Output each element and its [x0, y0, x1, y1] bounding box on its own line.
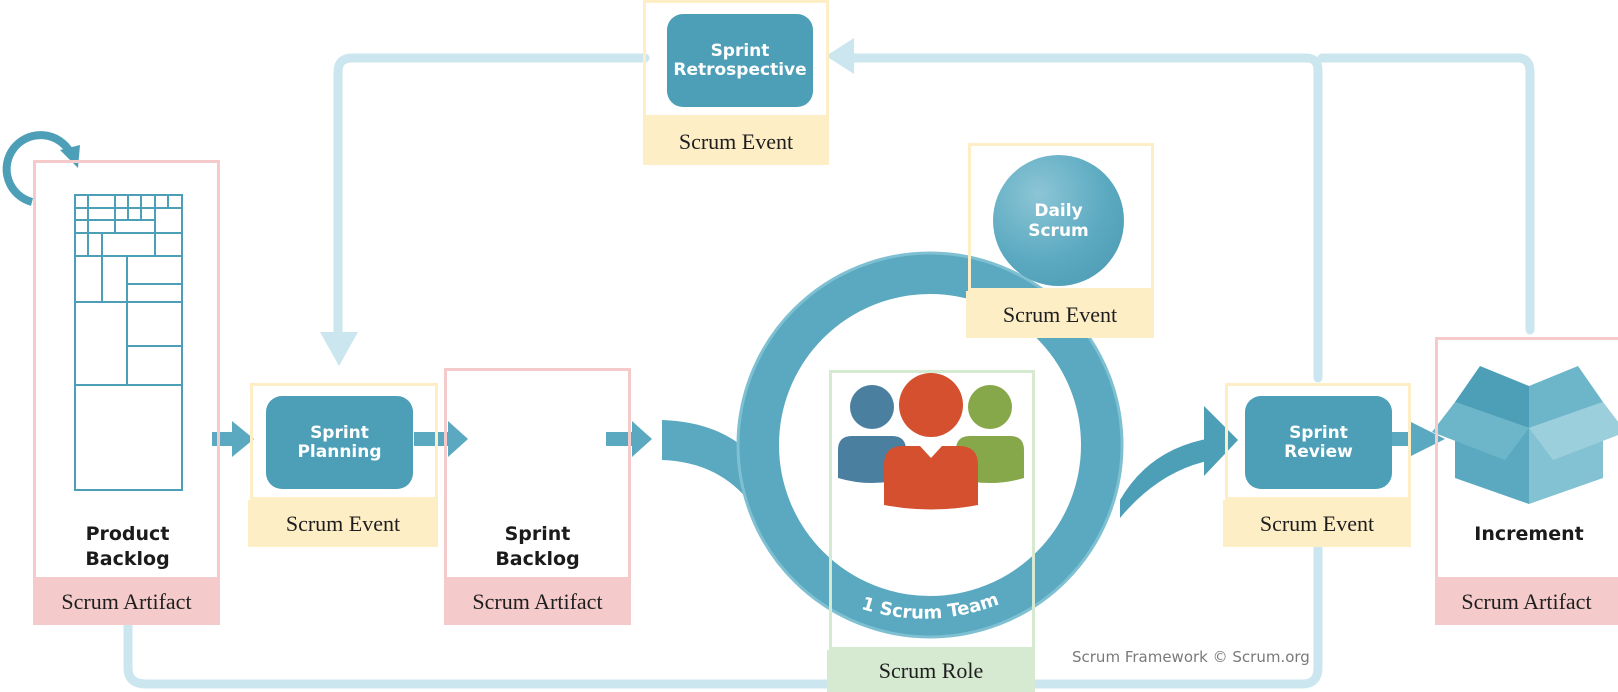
daily-scrum-frame [968, 143, 1154, 291]
sprint-cycle-ring [737, 252, 1123, 638]
copyright-credit: Scrum Framework © Scrum.org [1072, 648, 1310, 666]
flow-arrows [212, 421, 1445, 457]
sprint-backlog-title: Sprint Backlog [495, 523, 580, 570]
increment-tag: Scrum Artifact [1435, 578, 1618, 625]
sprint-cycle-ring-highlight [736, 251, 1124, 639]
sprint-backlog-grid [505, 403, 571, 491]
sprint-entry-swoosh [662, 420, 752, 505]
product-backlog-grid [74, 194, 183, 491]
scrum-role-tag: Scrum Role [827, 650, 1035, 692]
retrospective-arrowhead [826, 38, 854, 74]
increment-box-icon [1432, 366, 1618, 504]
planning-arrowhead [320, 332, 358, 366]
sprint-planning-frame [250, 383, 438, 500]
feedback-loop-line [123, 53, 1535, 689]
team-people-icon [838, 373, 1024, 510]
sprint-review-tag: Scrum Event [1223, 500, 1411, 547]
sprint-exit-swoosh [1120, 406, 1238, 518]
product-backlog-frame [33, 160, 220, 580]
sprint-retrospective-tag: Scrum Event [643, 118, 829, 165]
daily-scrum-tag: Scrum Event [966, 291, 1154, 338]
scrum-team-frame [829, 370, 1035, 650]
product-backlog-tag: Scrum Artifact [33, 578, 220, 625]
sprint-review-frame [1225, 383, 1411, 500]
product-backlog-title: Product Backlog [85, 523, 170, 570]
sprint-planning-tag: Scrum Event [248, 500, 438, 547]
increment-title: Increment [1474, 523, 1584, 545]
sprint-retrospective-frame [643, 0, 829, 118]
sprint-backlog-tag: Scrum Artifact [444, 578, 631, 625]
